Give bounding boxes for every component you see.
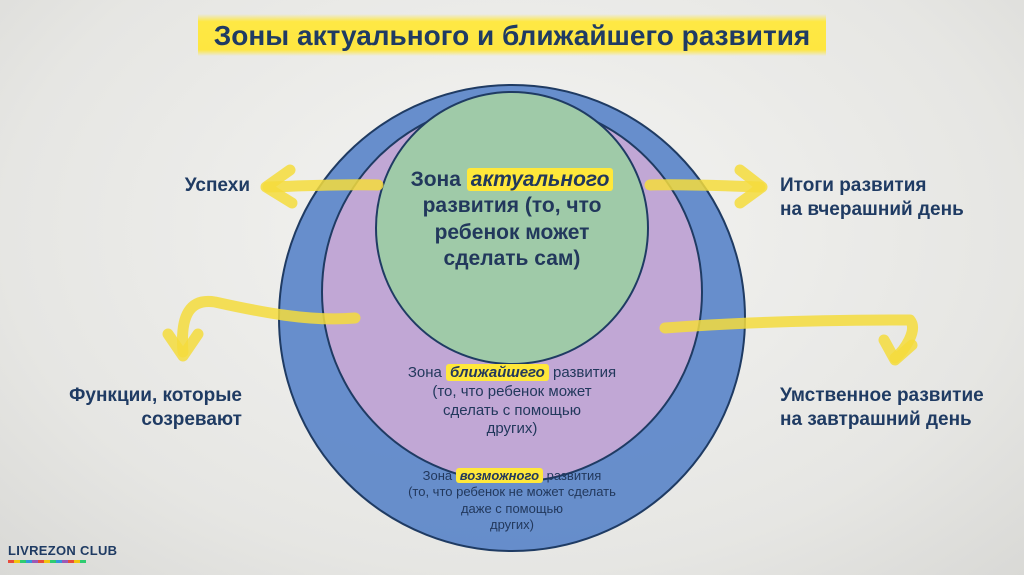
zone-actual-text: Зона актуального развития (то, что ребен… bbox=[390, 167, 634, 272]
zone-possible-suffix: развития bbox=[546, 468, 602, 483]
label-functions-line2: созревают bbox=[141, 408, 242, 430]
zone-actual-line3: ребенок может bbox=[434, 220, 590, 244]
label-successes: Успехи bbox=[120, 174, 250, 198]
zone-actual-prefix: Зона bbox=[410, 168, 461, 191]
zone-actual-highlight: актуального bbox=[466, 168, 614, 191]
zone-possible-text: Зона возможного развития (то, что ребено… bbox=[362, 468, 662, 533]
zone-nearest-line4: других) bbox=[486, 420, 538, 438]
zone-actual-line4: сделать сам) bbox=[443, 246, 581, 270]
zone-actual-line1: Зона актуального bbox=[390, 167, 634, 193]
arrow-results bbox=[644, 179, 766, 193]
title-wrap: Зоны актуального и ближайшего развития bbox=[0, 14, 1024, 56]
zone-nearest-line3: сделать с помощью bbox=[443, 401, 581, 419]
zone-possible-line4: других) bbox=[489, 516, 534, 532]
zone-nearest-line1: Зона ближайшего развития bbox=[382, 364, 642, 383]
zone-possible-line3: даже с помощью bbox=[460, 500, 564, 516]
label-functions: Функции, которые созревают bbox=[40, 384, 242, 432]
arrow-results-head bbox=[734, 164, 768, 209]
label-mental-line1: Умственное развитие bbox=[780, 385, 984, 406]
zone-nearest-highlight: ближайшего bbox=[446, 364, 549, 381]
zone-possible-prefix: Зона bbox=[422, 468, 453, 483]
page-title: Зоны актуального и ближайшего развития bbox=[197, 14, 827, 56]
arrow-functions-head bbox=[162, 328, 204, 362]
label-functions-line1: Функции, которые bbox=[69, 385, 242, 406]
label-results: Итоги развития на вчерашний день bbox=[780, 174, 1020, 222]
zone-possible-highlight: возможного bbox=[455, 468, 544, 483]
label-mental-line2: на завтрашний день bbox=[780, 408, 972, 430]
arrow-successes bbox=[262, 179, 384, 193]
zone-nearest-prefix: Зона bbox=[407, 364, 442, 381]
brand-logo-stripe bbox=[8, 560, 86, 563]
label-results-line1: Итоги развития bbox=[780, 175, 927, 196]
label-successes-text: Успехи bbox=[184, 175, 250, 196]
zone-possible-line1: Зона возможного развития bbox=[362, 468, 662, 484]
arrow-successes-head bbox=[260, 164, 298, 209]
label-mental: Умственное развитие на завтрашний день bbox=[780, 384, 1020, 432]
label-results-line2: на вчерашний день bbox=[780, 198, 964, 220]
arrow-mental-head bbox=[878, 334, 918, 366]
zone-nearest-line2: (то, что ребенок может bbox=[432, 382, 592, 400]
zone-possible-line2: (то, что ребенок не может сделать bbox=[408, 484, 616, 500]
zone-nearest-suffix: развития bbox=[553, 364, 617, 381]
brand-logo: LIVREZON CLUB bbox=[8, 543, 118, 558]
zone-nearest-text: Зона ближайшего развития (то, что ребено… bbox=[382, 364, 642, 439]
zone-actual-line2: развития (то, что bbox=[422, 194, 602, 218]
arrow-functions bbox=[176, 295, 361, 358]
